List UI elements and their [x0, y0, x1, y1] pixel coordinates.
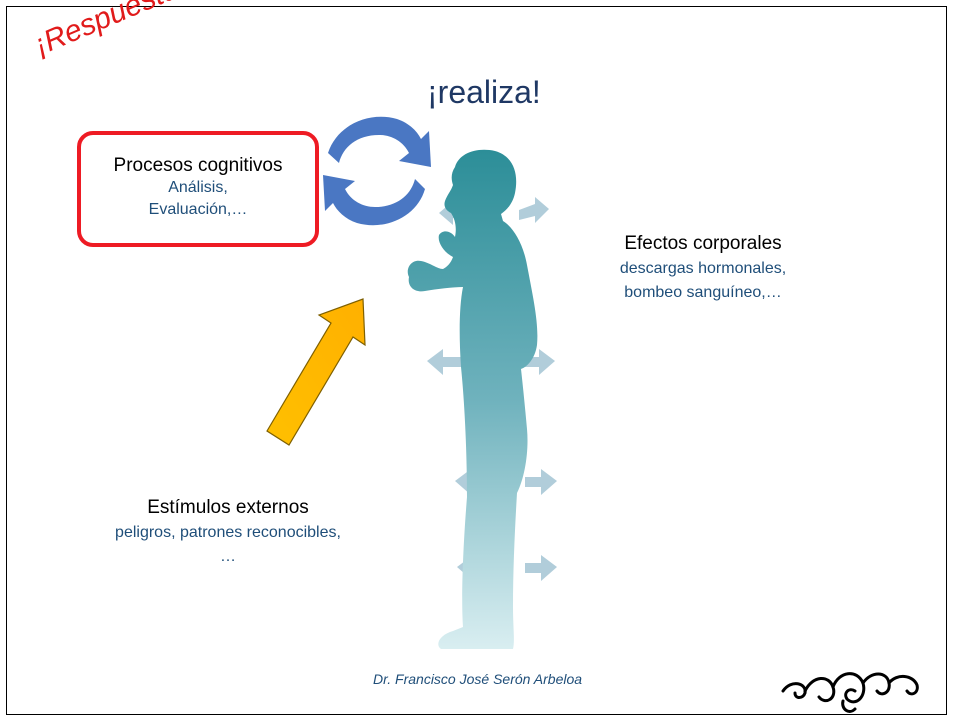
- stimuli-block: Estímulos externos peligros, patrones re…: [83, 495, 373, 569]
- effects-block: Efectos corporales descargas hormonales,…: [603, 231, 803, 305]
- slide: ¡Respuesta! ¡realiza! Procesos cognitivo…: [6, 0, 947, 715]
- slide-title: ¡realiza!: [427, 74, 541, 110]
- effects-heading: Efectos corporales: [624, 233, 782, 254]
- slide-artwork: [266, 116, 919, 713]
- stimuli-line-1: peligros, patrones reconocibles,: [115, 524, 341, 541]
- effects-line-1: descargas hormonales,: [619, 260, 787, 277]
- cognitive-heading: Procesos cognitivos: [113, 155, 283, 176]
- author-footer: Dr. Francisco José Serón Arbeloa: [373, 671, 583, 687]
- stimuli-heading: Estímulos externos: [147, 497, 309, 518]
- human-figure-icon: [407, 149, 538, 649]
- cognitive-process-box: Procesos cognitivos Análisis, Evaluación…: [77, 131, 319, 247]
- cycle-arrows-icon: [323, 116, 431, 226]
- effects-line-2: bombeo sanguíneo,…: [624, 284, 782, 301]
- stimulus-arrow-icon: [266, 298, 366, 446]
- cognitive-line-1: Análisis,: [168, 179, 228, 196]
- stimuli-line-2: …: [220, 548, 236, 565]
- cognitive-line-2: Evaluación,…: [148, 201, 248, 218]
- ornament-icon: [781, 672, 919, 713]
